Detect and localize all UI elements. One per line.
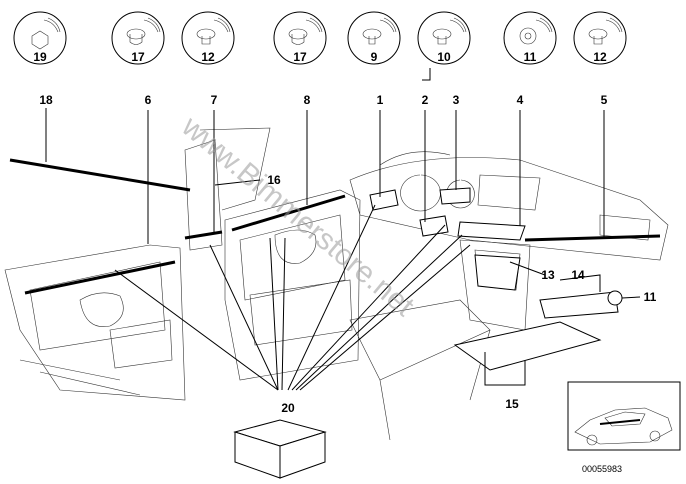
callout-numbers: 18 6 7 8 1 2 3 4 5 16 13 14 11 15 20 [39,93,656,415]
callout-4: 4 [517,93,524,107]
fastener-label: 9 [371,50,378,64]
callout-14: 14 [571,268,585,282]
fastener-9[interactable]: 9 [347,11,401,65]
fastener-label: 17 [131,50,145,64]
car-thumbnail [567,381,681,451]
leader-lines [45,108,641,391]
fastener-label: 10 [437,50,451,64]
fastener-label: 12 [593,50,607,64]
fastener-12a[interactable]: 12 [181,11,235,65]
bracket-2-3 [422,68,431,81]
tray-15 [453,321,602,371]
trim-part-4 [457,221,526,241]
callout-13: 13 [541,268,555,282]
fastener-17b[interactable]: 17 [273,11,327,65]
callout-20: 20 [281,401,295,415]
watermark: www.Bimmerstore.net [175,109,421,323]
fastener-17a[interactable]: 17 [111,11,165,65]
trim-strip-6 [24,260,176,295]
callout-18: 18 [39,93,53,107]
trim-strip-18 [9,158,191,192]
callout-1: 1 [377,93,384,107]
fastener-12b[interactable]: 12 [573,11,627,65]
fastener-10[interactable]: 10 [417,11,471,65]
callout-8: 8 [304,93,311,107]
trim-part-1 [369,189,399,211]
fastener-11-loose [607,290,623,306]
fastener-19[interactable]: 19 [13,11,67,65]
trim-part-14 [539,291,619,319]
parts-box-20[interactable] [233,419,327,479]
fastener-label: 19 [33,50,47,64]
fastener-label: 12 [201,50,215,64]
callout-11: 11 [644,290,657,304]
trim-part-2 [419,215,449,237]
panel-13 [474,254,521,291]
callout-5: 5 [601,93,608,107]
callout-7: 7 [211,93,218,107]
fastener-label: 11 [524,50,537,64]
callout-6: 6 [145,93,152,107]
trim-strip-7 [184,230,223,240]
diagram-code: 00055983 [582,464,622,474]
trim-strip-5 [524,234,661,242]
fastener-11[interactable]: 11 [503,11,557,65]
trim-strips [9,158,661,371]
trim-part-3 [439,187,471,205]
trim-strip-8 [231,194,346,232]
callout-3: 3 [453,93,460,107]
fastener-row: 19 17 12 17 9 [13,11,627,65]
callout-2: 2 [422,93,429,107]
callout-16: 16 [267,173,281,187]
fastener-label: 17 [293,50,307,64]
callout-15: 15 [505,397,519,411]
